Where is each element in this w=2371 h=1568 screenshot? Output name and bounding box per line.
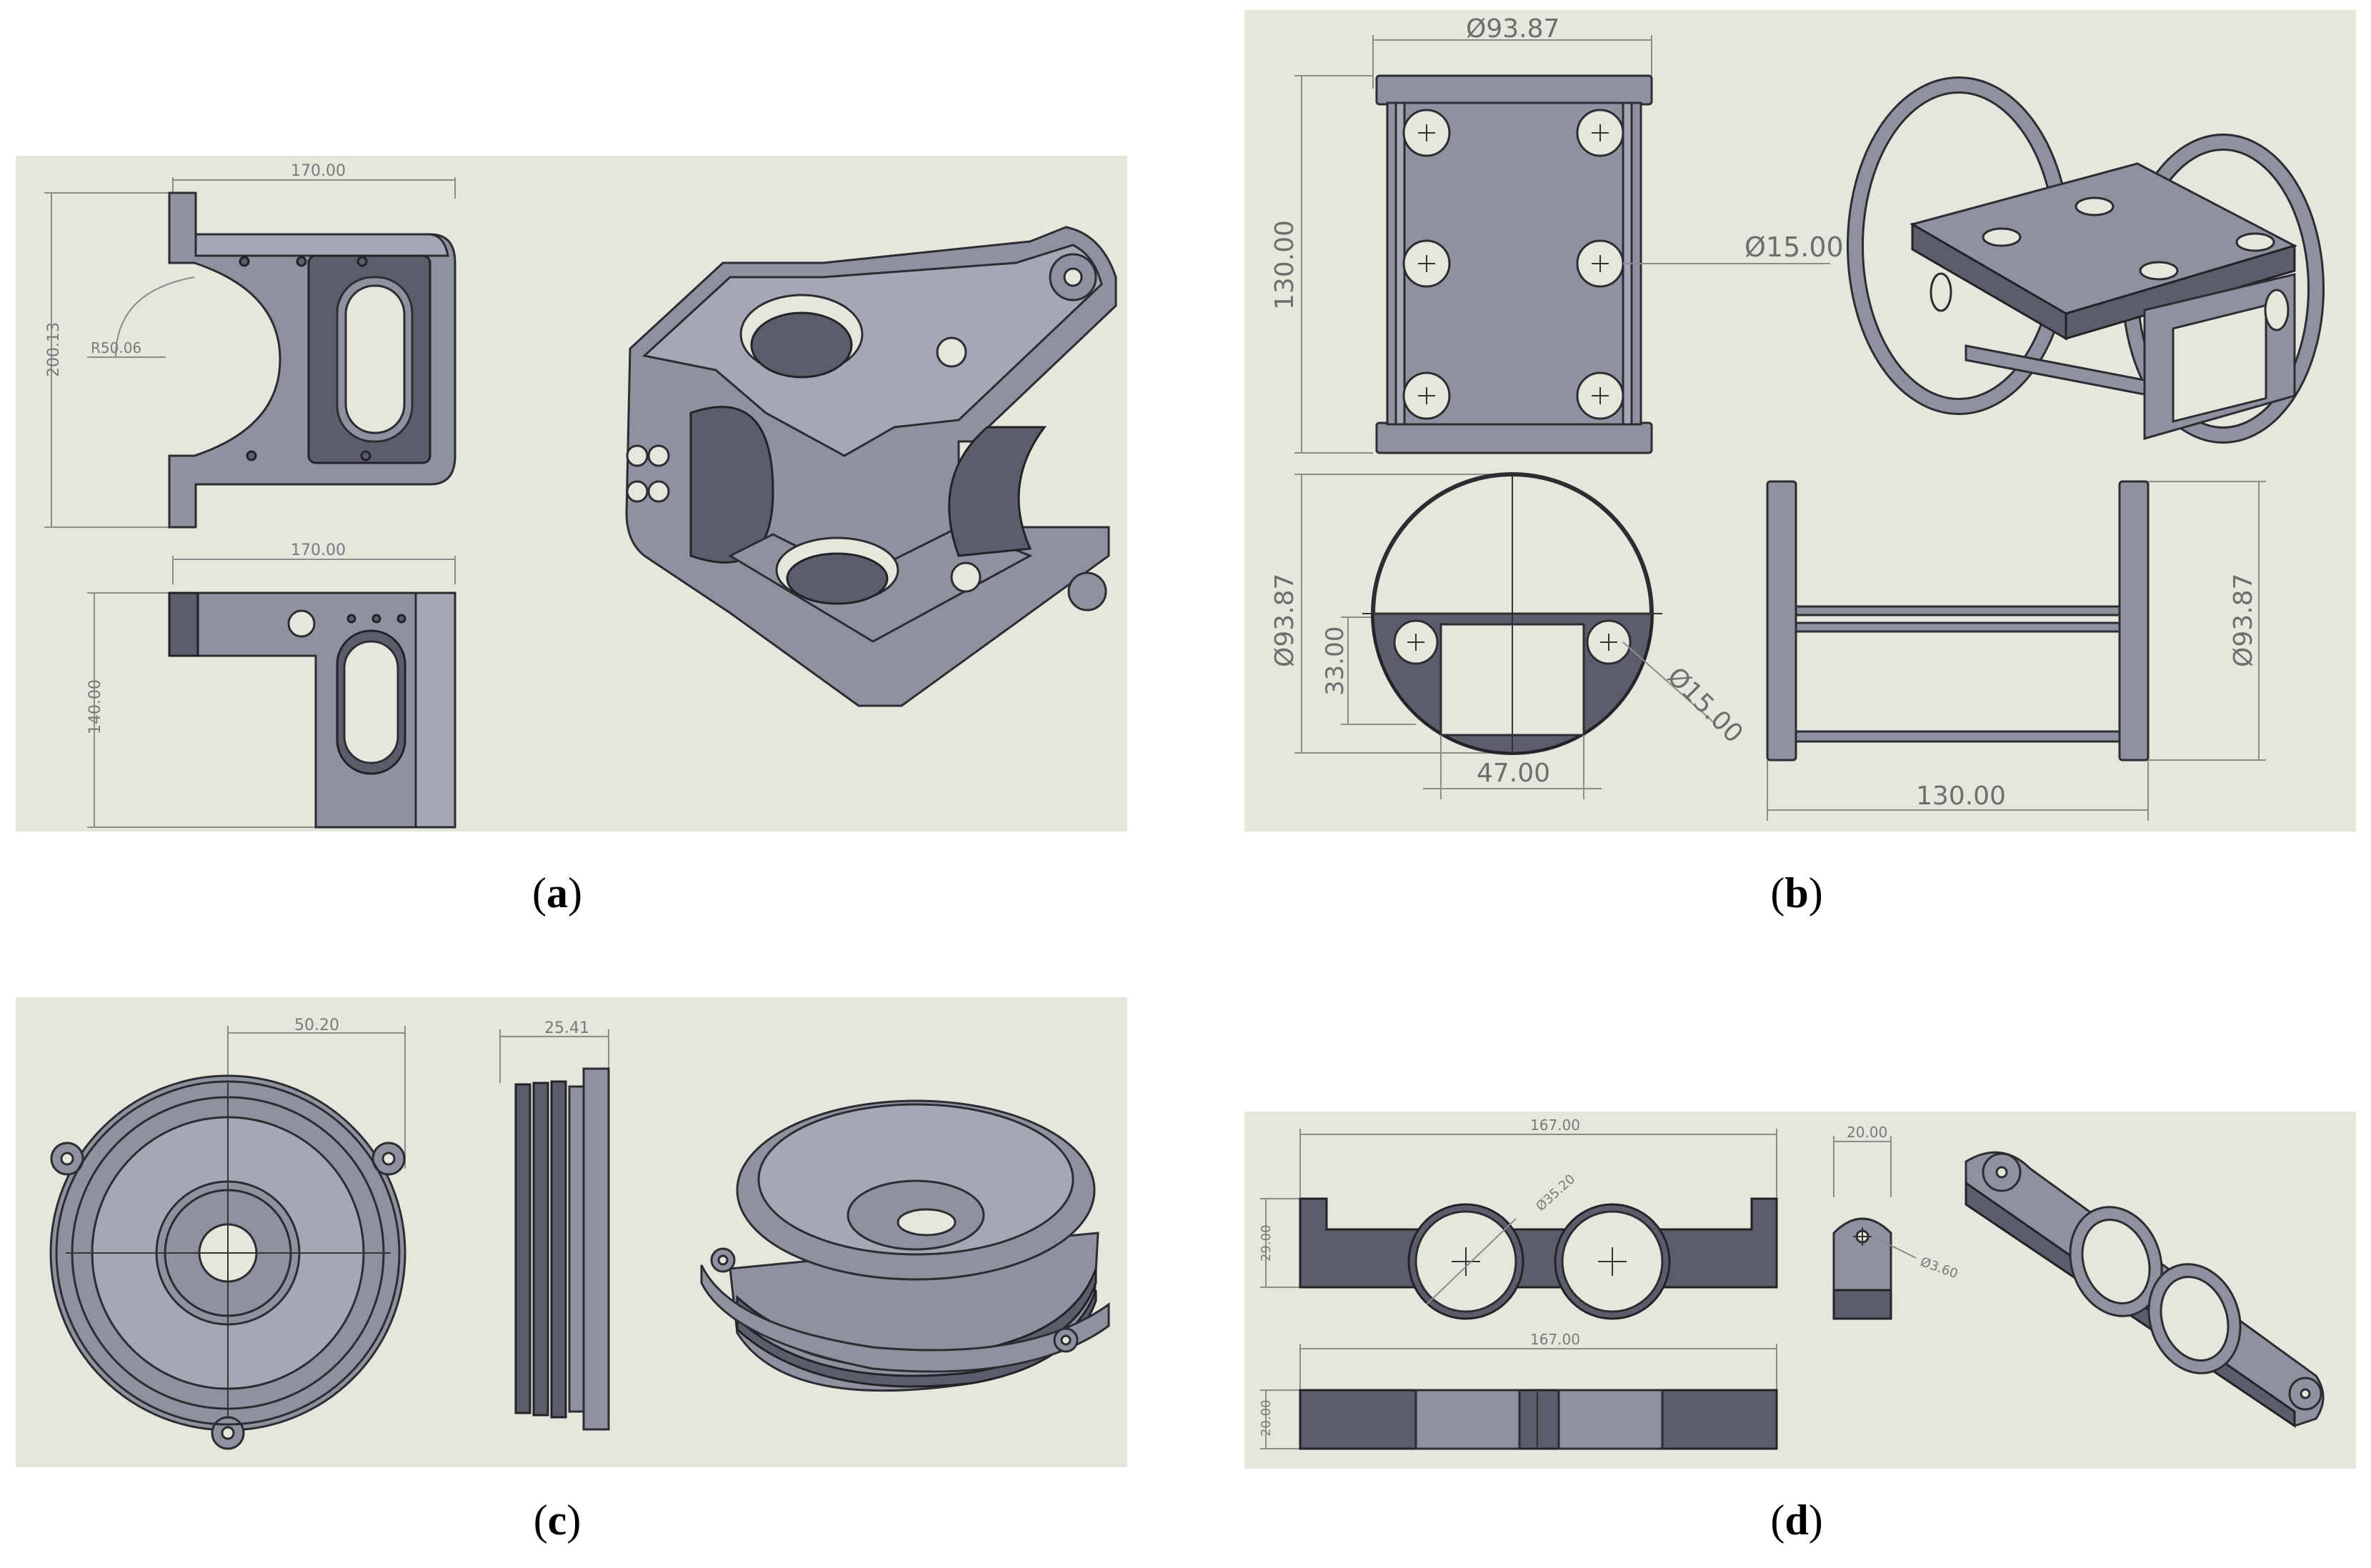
dim-ring-diameter: Ø35.20 [1533,1172,1578,1214]
dim-bottom-length: 167.00 [1530,1331,1580,1348]
dim-33: 33.00 [1321,626,1349,696]
cage-isometric-view [1847,76,2325,444]
panel-d: 167.00 29.00 Ø35.20 167.00 20.00 [1244,1112,2356,1469]
top-view-holes [1402,109,1624,420]
dim-hole-diameter-2: Ø15.00 [1662,661,1749,749]
dim-bottom-length: 130.00 [1916,781,2006,811]
dim-47: 47.00 [1477,759,1550,788]
panel-b: Ø93.87 130.00 Ø15.00 Ø93.87 33.00 [1244,10,2356,832]
caption-b: (b) [1770,869,1823,917]
panel-a: 170.00 200.13 R50.06 170.00 140.00 [16,156,1127,832]
dim-height: 200.13 [45,322,63,377]
dim-side-width: 20.00 [1847,1124,1887,1141]
caption-a: (a) [532,869,582,917]
dim-pin: Ø3.60 [1918,1254,1960,1282]
caption-c: (c) [533,1497,581,1544]
bracket-isometric-view [625,226,1117,707]
dim-hole-diameter: Ø15.00 [1744,231,1844,263]
cover-isometric-view [700,1099,1110,1392]
dim-circle-diameter: Ø93.87 [1270,574,1299,667]
cover-front-view [49,1074,406,1450]
dim-bottom-height: 140.00 [86,679,104,734]
holder-top-view [1299,1197,1778,1320]
caption-d: (d) [1770,1497,1823,1544]
panel-c: 50.20 25.41 [16,997,1127,1467]
dim-top-length: 167.00 [1530,1117,1580,1134]
dim-thickness: 25.41 [544,1019,589,1037]
dim-top-diameter: Ø93.87 [1466,14,1559,44]
holder-side-view [1832,1217,1892,1320]
dim-radius: R50.06 [91,339,141,356]
panel-d-drawing: 167.00 29.00 Ø35.20 167.00 20.00 [1259,1117,2325,1450]
dim-height: 29.00 [1259,1224,1274,1262]
dim-bottom-width: 170.00 [291,541,346,559]
panel-b-drawing: Ø93.87 130.00 Ø15.00 Ø93.87 33.00 [1270,14,2325,821]
dim-side-diameter: Ø93.87 [2229,574,2258,667]
holder-isometric-view [1965,1151,2325,1428]
dim-top-width: 170.00 [291,162,346,180]
cover-side-view [514,1067,610,1431]
holder-front-view [1299,1389,1778,1450]
dim-left-height: 130.00 [1270,220,1299,310]
panel-c-drawing: 50.20 25.41 [49,1017,1110,1450]
dim-bottom-height: 20.00 [1259,1399,1274,1437]
dim-radius-span: 50.20 [294,1017,339,1034]
panel-a-drawing: 170.00 200.13 R50.06 170.00 140.00 [44,162,1117,829]
